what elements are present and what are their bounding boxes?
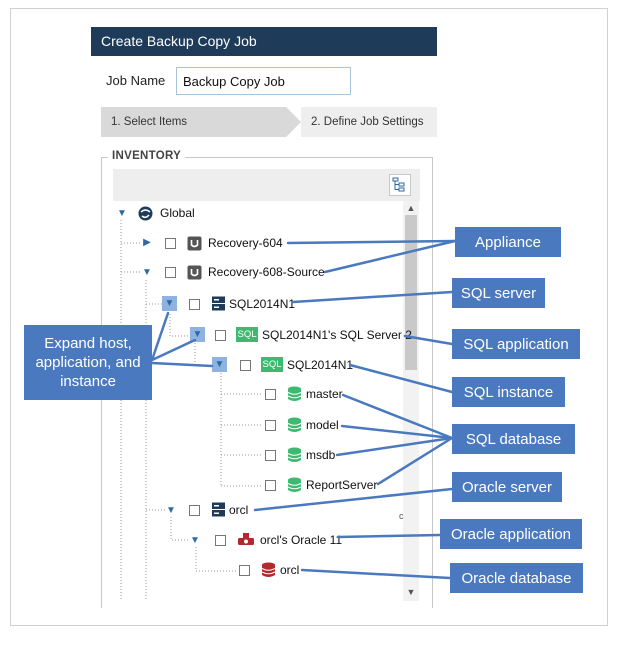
callout-sql-server: SQL server <box>452 278 545 308</box>
tree-node-label: ReportServer <box>306 478 378 492</box>
tree-checkbox[interactable] <box>240 360 251 371</box>
step-select-items[interactable]: 1. Select Items <box>101 107 286 137</box>
step-define-job-settings[interactable]: 2. Define Job Settings <box>301 107 437 137</box>
inventory-toolbar <box>113 169 420 201</box>
collapse-toggle-icon[interactable]: ▼ <box>162 296 177 311</box>
tree-node-label: orcl <box>229 503 249 517</box>
globe-icon <box>138 206 153 221</box>
clipped-text: c <box>399 511 404 521</box>
scrollbar-thumb[interactable] <box>405 215 417 370</box>
tree-view-button[interactable] <box>389 174 411 196</box>
callout-oracle-database: Oracle database <box>450 563 583 593</box>
tree-node-label: SQL2014N1 <box>229 297 296 311</box>
inventory-legend: INVENTORY <box>108 150 186 162</box>
sql-icon: SQL <box>236 327 258 342</box>
tree-checkbox[interactable] <box>215 535 226 546</box>
collapse-toggle-icon[interactable]: ▼ <box>190 327 205 342</box>
tree-node-label: Recovery-608-Source <box>208 265 325 279</box>
tree-node-label: orcl's Oracle 11 <box>260 533 343 547</box>
collapse-toggle-icon[interactable]: ▼ <box>212 357 227 372</box>
tree-checkbox[interactable] <box>265 420 276 431</box>
tree-node-label: msdb <box>306 448 336 462</box>
tree-checkbox[interactable] <box>165 267 176 278</box>
collapse-toggle-icon[interactable]: ▼ <box>166 505 176 516</box>
database-icon <box>287 447 302 462</box>
database-icon <box>287 417 302 432</box>
scroll-up-icon[interactable]: ▲ <box>406 203 416 213</box>
server-icon <box>211 296 226 311</box>
figure-frame <box>10 8 608 626</box>
collapse-toggle-icon[interactable]: ▼ <box>142 267 152 278</box>
tree-node-label: model <box>306 418 339 432</box>
collapse-toggle-icon[interactable]: ▼ <box>190 535 200 546</box>
scroll-down-icon[interactable]: ▼ <box>406 587 416 597</box>
appliance-icon <box>187 236 202 251</box>
database-icon <box>287 477 302 492</box>
tree-node-label: master <box>306 387 343 401</box>
callout-oracle-server: Oracle server <box>452 472 562 502</box>
step-arrow <box>286 107 301 137</box>
job-name-input[interactable] <box>176 67 351 95</box>
tree-view-icon <box>392 177 405 192</box>
callout-appliance: Appliance <box>455 227 561 257</box>
tree-checkbox[interactable] <box>189 505 200 516</box>
dialog-title: Create Backup Copy Job <box>91 27 437 56</box>
tree-checkbox[interactable] <box>265 389 276 400</box>
callout-sql-database: SQL database <box>452 424 575 454</box>
tree-checkbox[interactable] <box>215 330 226 341</box>
sql-icon: SQL <box>261 357 283 372</box>
oracle-app-icon <box>237 532 255 547</box>
oracle-db-icon <box>261 562 276 577</box>
database-icon <box>287 386 302 401</box>
tree-node-label: orcl <box>280 563 300 577</box>
job-name-label: Job Name <box>106 73 166 88</box>
tree-node-label: SQL2014N1 <box>287 358 354 372</box>
callout-sql-application: SQL application <box>452 329 580 359</box>
tree-checkbox[interactable] <box>265 450 276 461</box>
callout-oracle-application: Oracle application <box>440 519 582 549</box>
tree-node-label: SQL2014N1's SQL Server 2 <box>262 328 412 342</box>
expand-toggle-icon[interactable]: ▶ <box>143 237 151 248</box>
collapse-toggle-icon[interactable]: ▼ <box>117 208 127 219</box>
wizard-steps: 1. Select Items 2. Define Job Settings <box>101 107 437 137</box>
callout-expand: Expand host, application, and instance <box>24 325 152 400</box>
tree-node-label: Recovery-604 <box>208 236 283 250</box>
tree-checkbox[interactable] <box>239 565 250 576</box>
tree-node-label: Global <box>160 206 195 220</box>
tree-checkbox[interactable] <box>265 480 276 491</box>
tree-checkbox[interactable] <box>189 299 200 310</box>
server-icon <box>211 502 226 517</box>
tree-checkbox[interactable] <box>165 238 176 249</box>
appliance-icon <box>187 265 202 280</box>
callout-sql-instance: SQL instance <box>452 377 565 407</box>
